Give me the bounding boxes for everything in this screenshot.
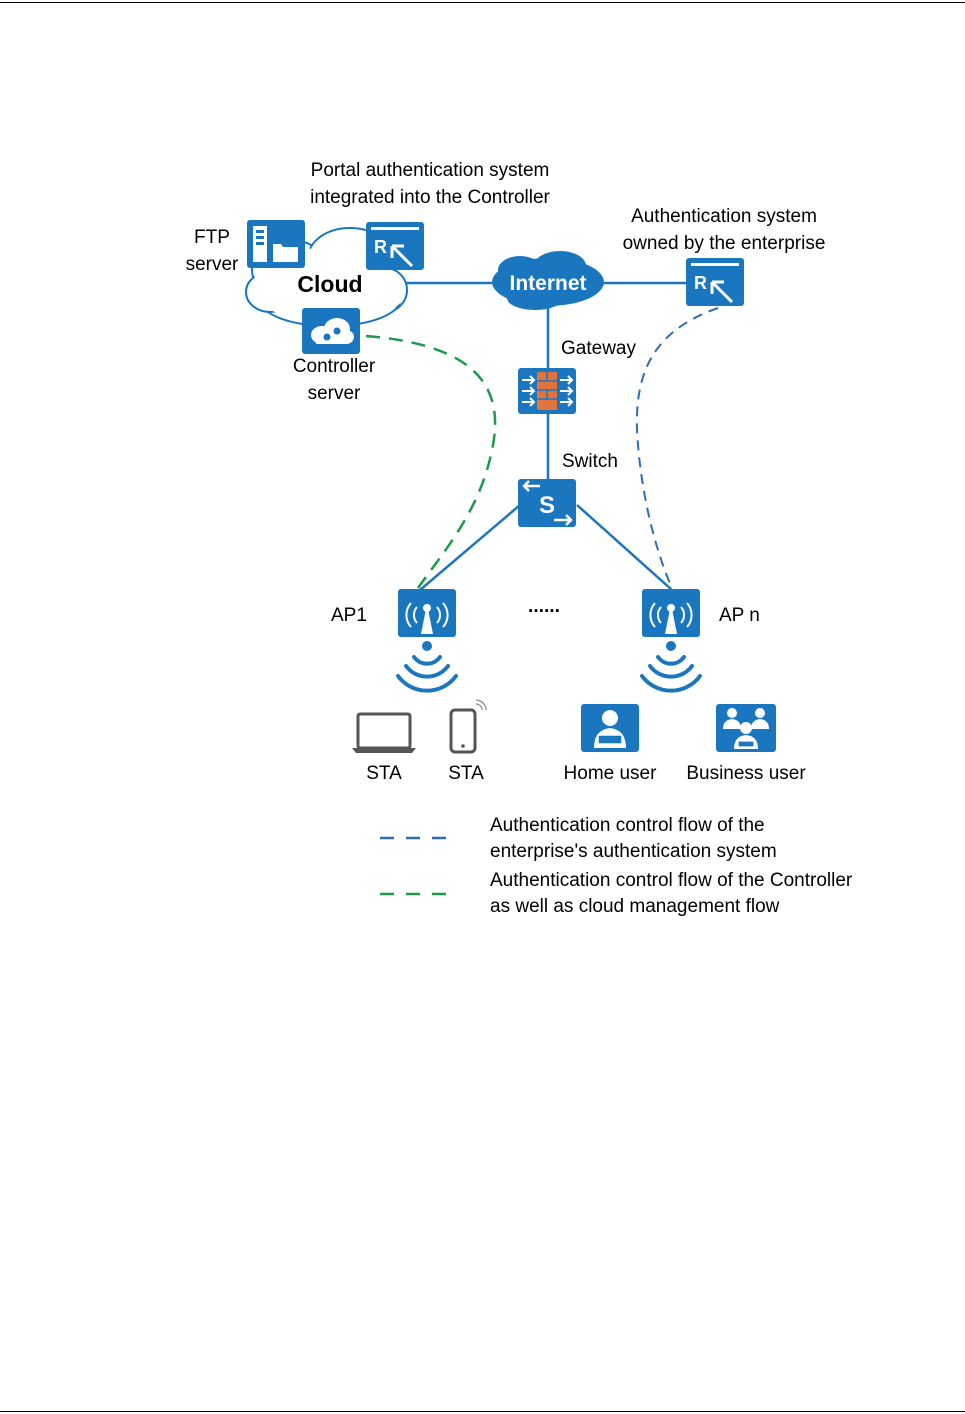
bottom-rule [0, 1411, 965, 1412]
enterprise-auth-icon: R [686, 258, 744, 306]
apn-icon [642, 589, 700, 637]
link-switch-apn [576, 504, 673, 591]
controller-flow-line [365, 334, 497, 589]
business-user-label: Business user [686, 763, 806, 784]
legend-item-enterprise: Authentication control flow of the enter… [490, 813, 777, 865]
legend-item2-line1: Authentication control flow of the Contr… [490, 870, 853, 891]
enterprise-flow-line [635, 307, 719, 589]
ap1-wifi-icon [396, 641, 458, 693]
portal-auth-icon: R [366, 222, 424, 270]
top-rule [0, 2, 965, 3]
business-user-icon [716, 704, 776, 752]
switch-label: Switch [562, 451, 618, 472]
controller-line1: Controller [292, 356, 376, 377]
ap1-icon [398, 589, 456, 637]
svg-text:R: R [374, 237, 387, 257]
legend-item2-line2: as well as cloud management flow [490, 896, 780, 917]
switch-letter: S [539, 492, 555, 519]
legend-item1-line2: enterprise's authentication system [490, 841, 777, 862]
controller-line2: server [307, 383, 361, 404]
portal-auth-label: Portal authentication system integrated … [290, 157, 570, 211]
internet-icon [492, 251, 604, 310]
controller-server-label: Controller server [274, 353, 394, 407]
portal-auth-line2: integrated into the Controller [310, 187, 550, 208]
home-user-icon [581, 704, 639, 752]
svg-text:R: R [694, 273, 707, 293]
ap1-label: AP1 [331, 605, 367, 626]
laptop-icon [352, 712, 416, 753]
legend-item-controller: Authentication control flow of the Contr… [490, 868, 852, 920]
home-user-label: Home user [563, 763, 657, 784]
ellipsis-label: ······ [528, 601, 561, 622]
link-switch-ap1 [419, 504, 521, 591]
gateway-firewall-icon [518, 368, 576, 414]
ftp-line1: FTP [194, 227, 230, 248]
gateway-label: Gateway [561, 338, 636, 359]
enterprise-auth-line2: owned by the enterprise [622, 233, 826, 254]
switch-icon: S [518, 479, 576, 527]
portal-auth-line1: Portal authentication system [310, 160, 550, 181]
ftp-server-label: FTP server [178, 224, 246, 278]
sta-phone-label: STA [448, 763, 484, 784]
cloud-label: Cloud [297, 271, 362, 297]
enterprise-auth-label: Authentication system owned by the enter… [604, 203, 844, 257]
controller-server-icon [302, 308, 360, 354]
ftp-line2: server [185, 254, 239, 275]
internet-label: Internet [509, 272, 586, 295]
legend-item1-line1: Authentication control flow of the [490, 815, 765, 836]
enterprise-auth-line1: Authentication system [631, 206, 817, 227]
ftp-server-icon [247, 220, 305, 268]
phone-icon [449, 699, 487, 754]
sta-laptop-label: STA [366, 763, 402, 784]
apn-label: AP n [719, 605, 760, 626]
apn-wifi-icon [640, 641, 702, 693]
